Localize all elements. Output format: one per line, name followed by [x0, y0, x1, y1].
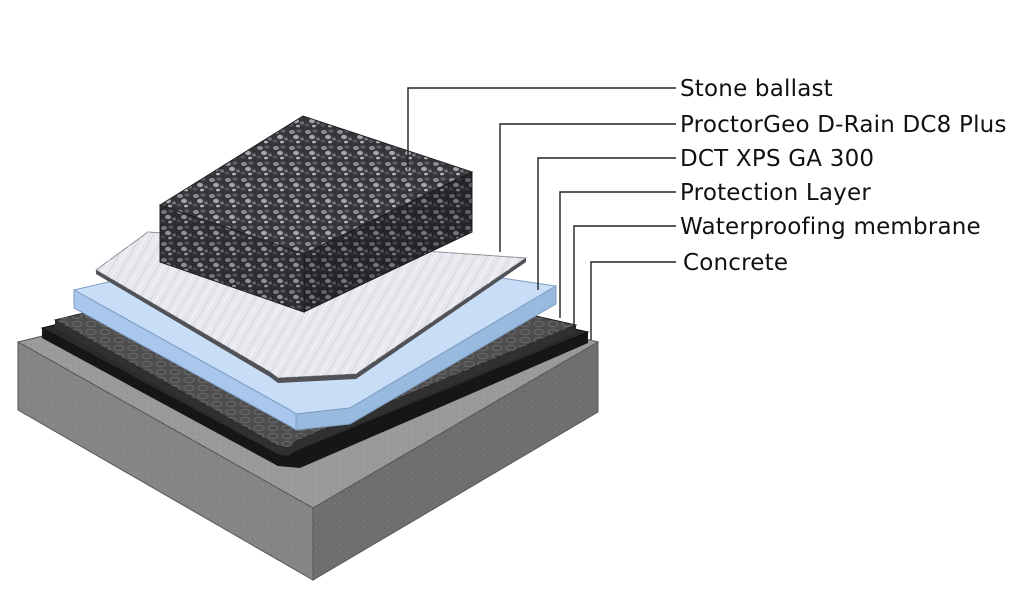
stone-ballast-right-face — [303, 171, 473, 313]
label-protection-layer: Protection Layer — [680, 180, 871, 206]
label-drainage-board: ProctorGeo D-Rain DC8 Plus — [680, 112, 1007, 138]
label-waterproofing-membrane: Waterproofing membrane — [680, 214, 981, 240]
stone-ballast-layer — [158, 115, 474, 313]
leader-concrete — [590, 261, 676, 340]
xps-right-face — [295, 285, 557, 431]
leader-lines — [407, 87, 676, 340]
leader-protection — [559, 191, 676, 318]
label-concrete: Concrete — [683, 250, 788, 276]
label-xps-insulation: DCT XPS GA 300 — [680, 146, 874, 172]
leader-drainage — [499, 123, 676, 252]
drainage-edge — [96, 258, 526, 383]
label-stone-ballast: Stone ballast — [680, 76, 833, 102]
leader-membrane — [573, 225, 676, 330]
leader-stone-ballast — [407, 87, 676, 170]
layer-labels: Stone ballast ProctorGeo D-Rain DC8 Plus… — [680, 76, 1007, 276]
leader-xps — [537, 157, 676, 290]
